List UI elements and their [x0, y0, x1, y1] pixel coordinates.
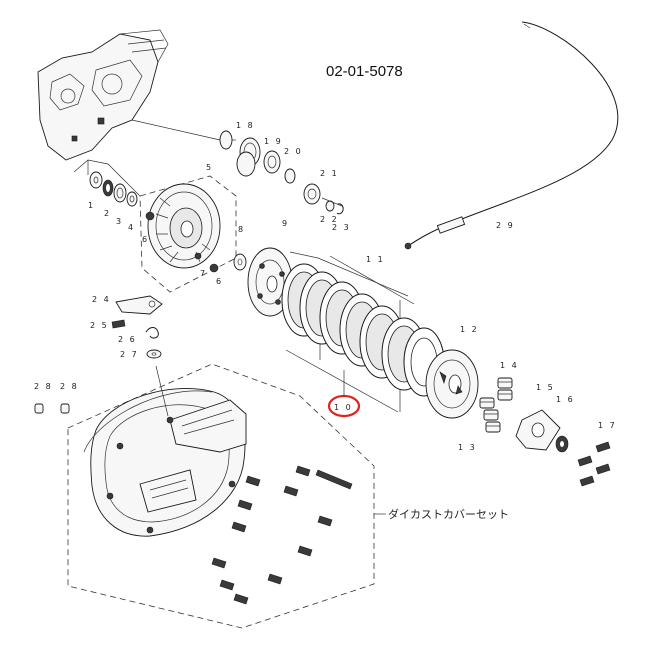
part-9-pressure-plate [247, 247, 293, 317]
cover-screws [211, 465, 353, 605]
part-5-clutch-outer [139, 175, 237, 293]
callout-29: 2 9 [496, 221, 515, 230]
part-code-title: 02-01-5078 [326, 63, 403, 80]
part-17-bolts [577, 441, 611, 487]
callout-2: 2 [104, 209, 111, 218]
callout-6b: 6 [216, 277, 223, 286]
part-2-ring [102, 179, 114, 197]
callout-15: 1 5 [536, 383, 555, 392]
callout-28a: 2 8 [34, 382, 53, 391]
part-14-clutch-springs [479, 377, 513, 433]
part-19-gear [263, 150, 281, 174]
callout-4: 4 [128, 223, 135, 232]
clutch-plate-stack [281, 251, 445, 413]
part-21-lifter [303, 183, 321, 205]
callout-21: 2 1 [320, 169, 339, 178]
part-16-bearing [555, 435, 569, 453]
part-1-washer [89, 171, 103, 189]
part-23-clip [336, 203, 344, 215]
callout-26: 2 6 [118, 335, 137, 344]
callout-18: 1 8 [236, 121, 255, 130]
part-8-washer [233, 253, 247, 271]
part-3-bearing [113, 183, 127, 203]
callout-16: 1 6 [556, 395, 575, 404]
callout-8: 8 [238, 225, 245, 234]
cover-set-label: ダイカストカバーセット [388, 507, 509, 521]
part-15-lifter-plate [515, 409, 561, 451]
part-24-release-lever [115, 295, 163, 315]
part-18-primary-gear [219, 130, 261, 177]
die-cast-cover [83, 365, 247, 537]
callout-20: 2 0 [284, 147, 303, 156]
part-26-spring [145, 327, 159, 339]
callout-10: 1 0 [334, 403, 353, 412]
engine-case-drawing [37, 29, 221, 161]
part-12-clutch-center [425, 349, 479, 419]
callout-19: 1 9 [264, 137, 283, 146]
cover-set-boundary [67, 363, 386, 629]
callout-11: 1 1 [366, 255, 385, 264]
part-4-collar [126, 191, 138, 207]
part-28-dowel-pins [34, 403, 70, 414]
callout-13: 1 3 [458, 443, 477, 452]
callout-7: 7 [200, 269, 207, 278]
callout-23: 2 3 [332, 223, 351, 232]
part-29-clutch-cable [404, 21, 619, 250]
callout-25: 2 5 [90, 321, 109, 330]
callout-12: 1 2 [460, 325, 479, 334]
callout-22: 2 2 [320, 215, 339, 224]
callout-1: 1 [88, 201, 95, 210]
callout-3: 3 [116, 217, 123, 226]
callout-17: 1 7 [598, 421, 617, 430]
part-25-bolt [111, 319, 126, 329]
part-20-ring [284, 168, 296, 184]
callout-9: 9 [282, 219, 289, 228]
callout-14: 1 4 [500, 361, 519, 370]
callout-6a: 6 [142, 235, 149, 244]
callout-24: 2 4 [92, 295, 111, 304]
part-27-washer [146, 349, 162, 359]
callout-5: 5 [206, 163, 213, 172]
callout-27: 2 7 [120, 350, 139, 359]
callout-28b: 2 8 [60, 382, 79, 391]
